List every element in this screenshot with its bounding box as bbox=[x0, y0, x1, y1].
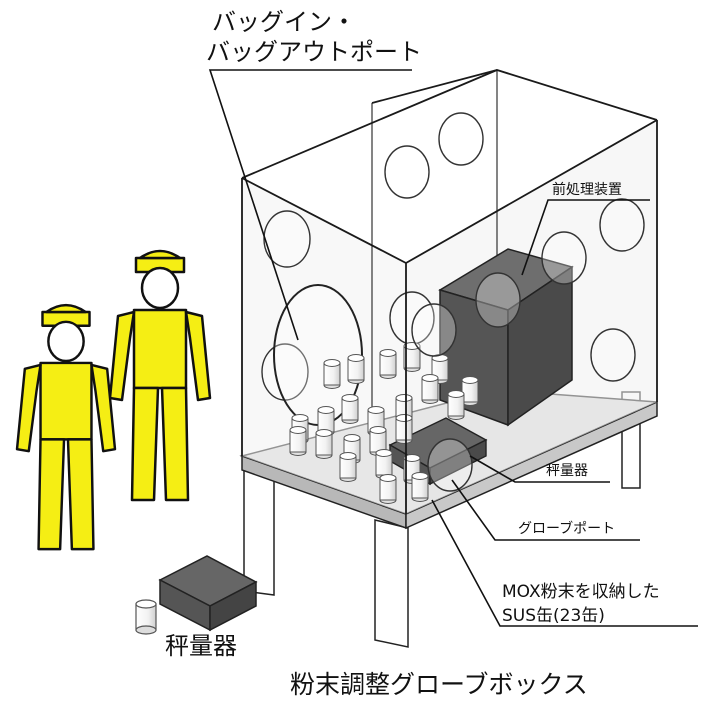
sus-cans bbox=[289, 342, 479, 504]
label-scale-outer: 秤量器 bbox=[165, 632, 237, 660]
leader-lines bbox=[208, 69, 698, 627]
sus-can bbox=[395, 414, 413, 444]
glove-ports-front bbox=[411, 198, 645, 492]
sus-can bbox=[339, 452, 357, 482]
sus-can bbox=[341, 394, 359, 424]
worker-front bbox=[15, 303, 117, 551]
diagram-title: 粉末調整グローブボックス bbox=[290, 670, 588, 699]
sus-can bbox=[461, 376, 479, 406]
sus-can bbox=[347, 354, 365, 384]
sus-can bbox=[403, 342, 421, 372]
label-port-line1: バッグイン・ bbox=[212, 8, 356, 36]
workers bbox=[15, 249, 212, 551]
sus-can bbox=[379, 349, 397, 379]
leg-front-right bbox=[374, 519, 409, 648]
label-mox-line1: MOX粉末を収納した bbox=[502, 582, 660, 602]
leg-front-left bbox=[243, 461, 275, 596]
sus-can bbox=[315, 429, 333, 459]
box-edges bbox=[241, 69, 658, 514]
label-glove-port: グローブポート bbox=[518, 521, 616, 537]
label-scale-inner: 秤量器 bbox=[546, 463, 588, 479]
sus-can bbox=[411, 472, 429, 502]
worker-back bbox=[108, 249, 212, 502]
sus-can bbox=[421, 374, 439, 404]
side-wall-left bbox=[242, 178, 406, 514]
outer-can bbox=[135, 599, 157, 635]
label-mox-line2: SUS缶(23缶) bbox=[502, 606, 605, 626]
scale-outer bbox=[158, 555, 258, 632]
sus-can bbox=[379, 474, 397, 504]
sus-can bbox=[289, 426, 307, 456]
sus-can bbox=[447, 390, 465, 420]
top-wall bbox=[242, 110, 657, 263]
label-port-line2: バッグアウトポート bbox=[206, 38, 422, 66]
sus-can bbox=[323, 359, 341, 389]
label-pretreatment: 前処理装置 bbox=[552, 182, 622, 198]
